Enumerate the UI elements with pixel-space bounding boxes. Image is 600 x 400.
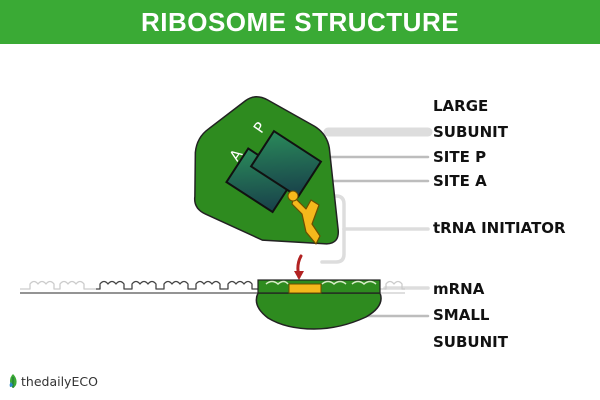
start-codon	[288, 283, 322, 294]
label-large-subunit-line2: SUBUNIT	[433, 123, 508, 141]
trna-initiator	[287, 190, 321, 245]
binding-arrow	[294, 254, 304, 280]
small-subunit	[255, 292, 382, 330]
label-mrna: mRNA	[433, 280, 485, 298]
label-site-p: SITE P	[433, 148, 487, 166]
ribosome-diagram: A P	[20, 96, 433, 330]
site-p-box	[249, 129, 323, 199]
mrna-strand	[20, 280, 405, 294]
label-site-a: SITE A	[433, 172, 487, 190]
brand-text: thedailyECO	[21, 373, 98, 389]
amino-acid	[287, 190, 299, 202]
codon-region	[257, 279, 381, 294]
brand-logo: thedailyECO	[8, 373, 98, 389]
label-trna-initiator: tRNA INITIATOR	[433, 219, 566, 237]
label-large-subunit-line1: LARGE	[433, 97, 489, 115]
leaf-icon	[9, 374, 17, 388]
label-small-subunit-line2: SUBUNIT	[433, 333, 508, 351]
title-banner: RIBOSOME STRUCTURE	[0, 0, 600, 44]
page-title: RIBOSOME STRUCTURE	[140, 6, 460, 37]
label-small-subunit-line1: SMALL	[433, 306, 490, 324]
